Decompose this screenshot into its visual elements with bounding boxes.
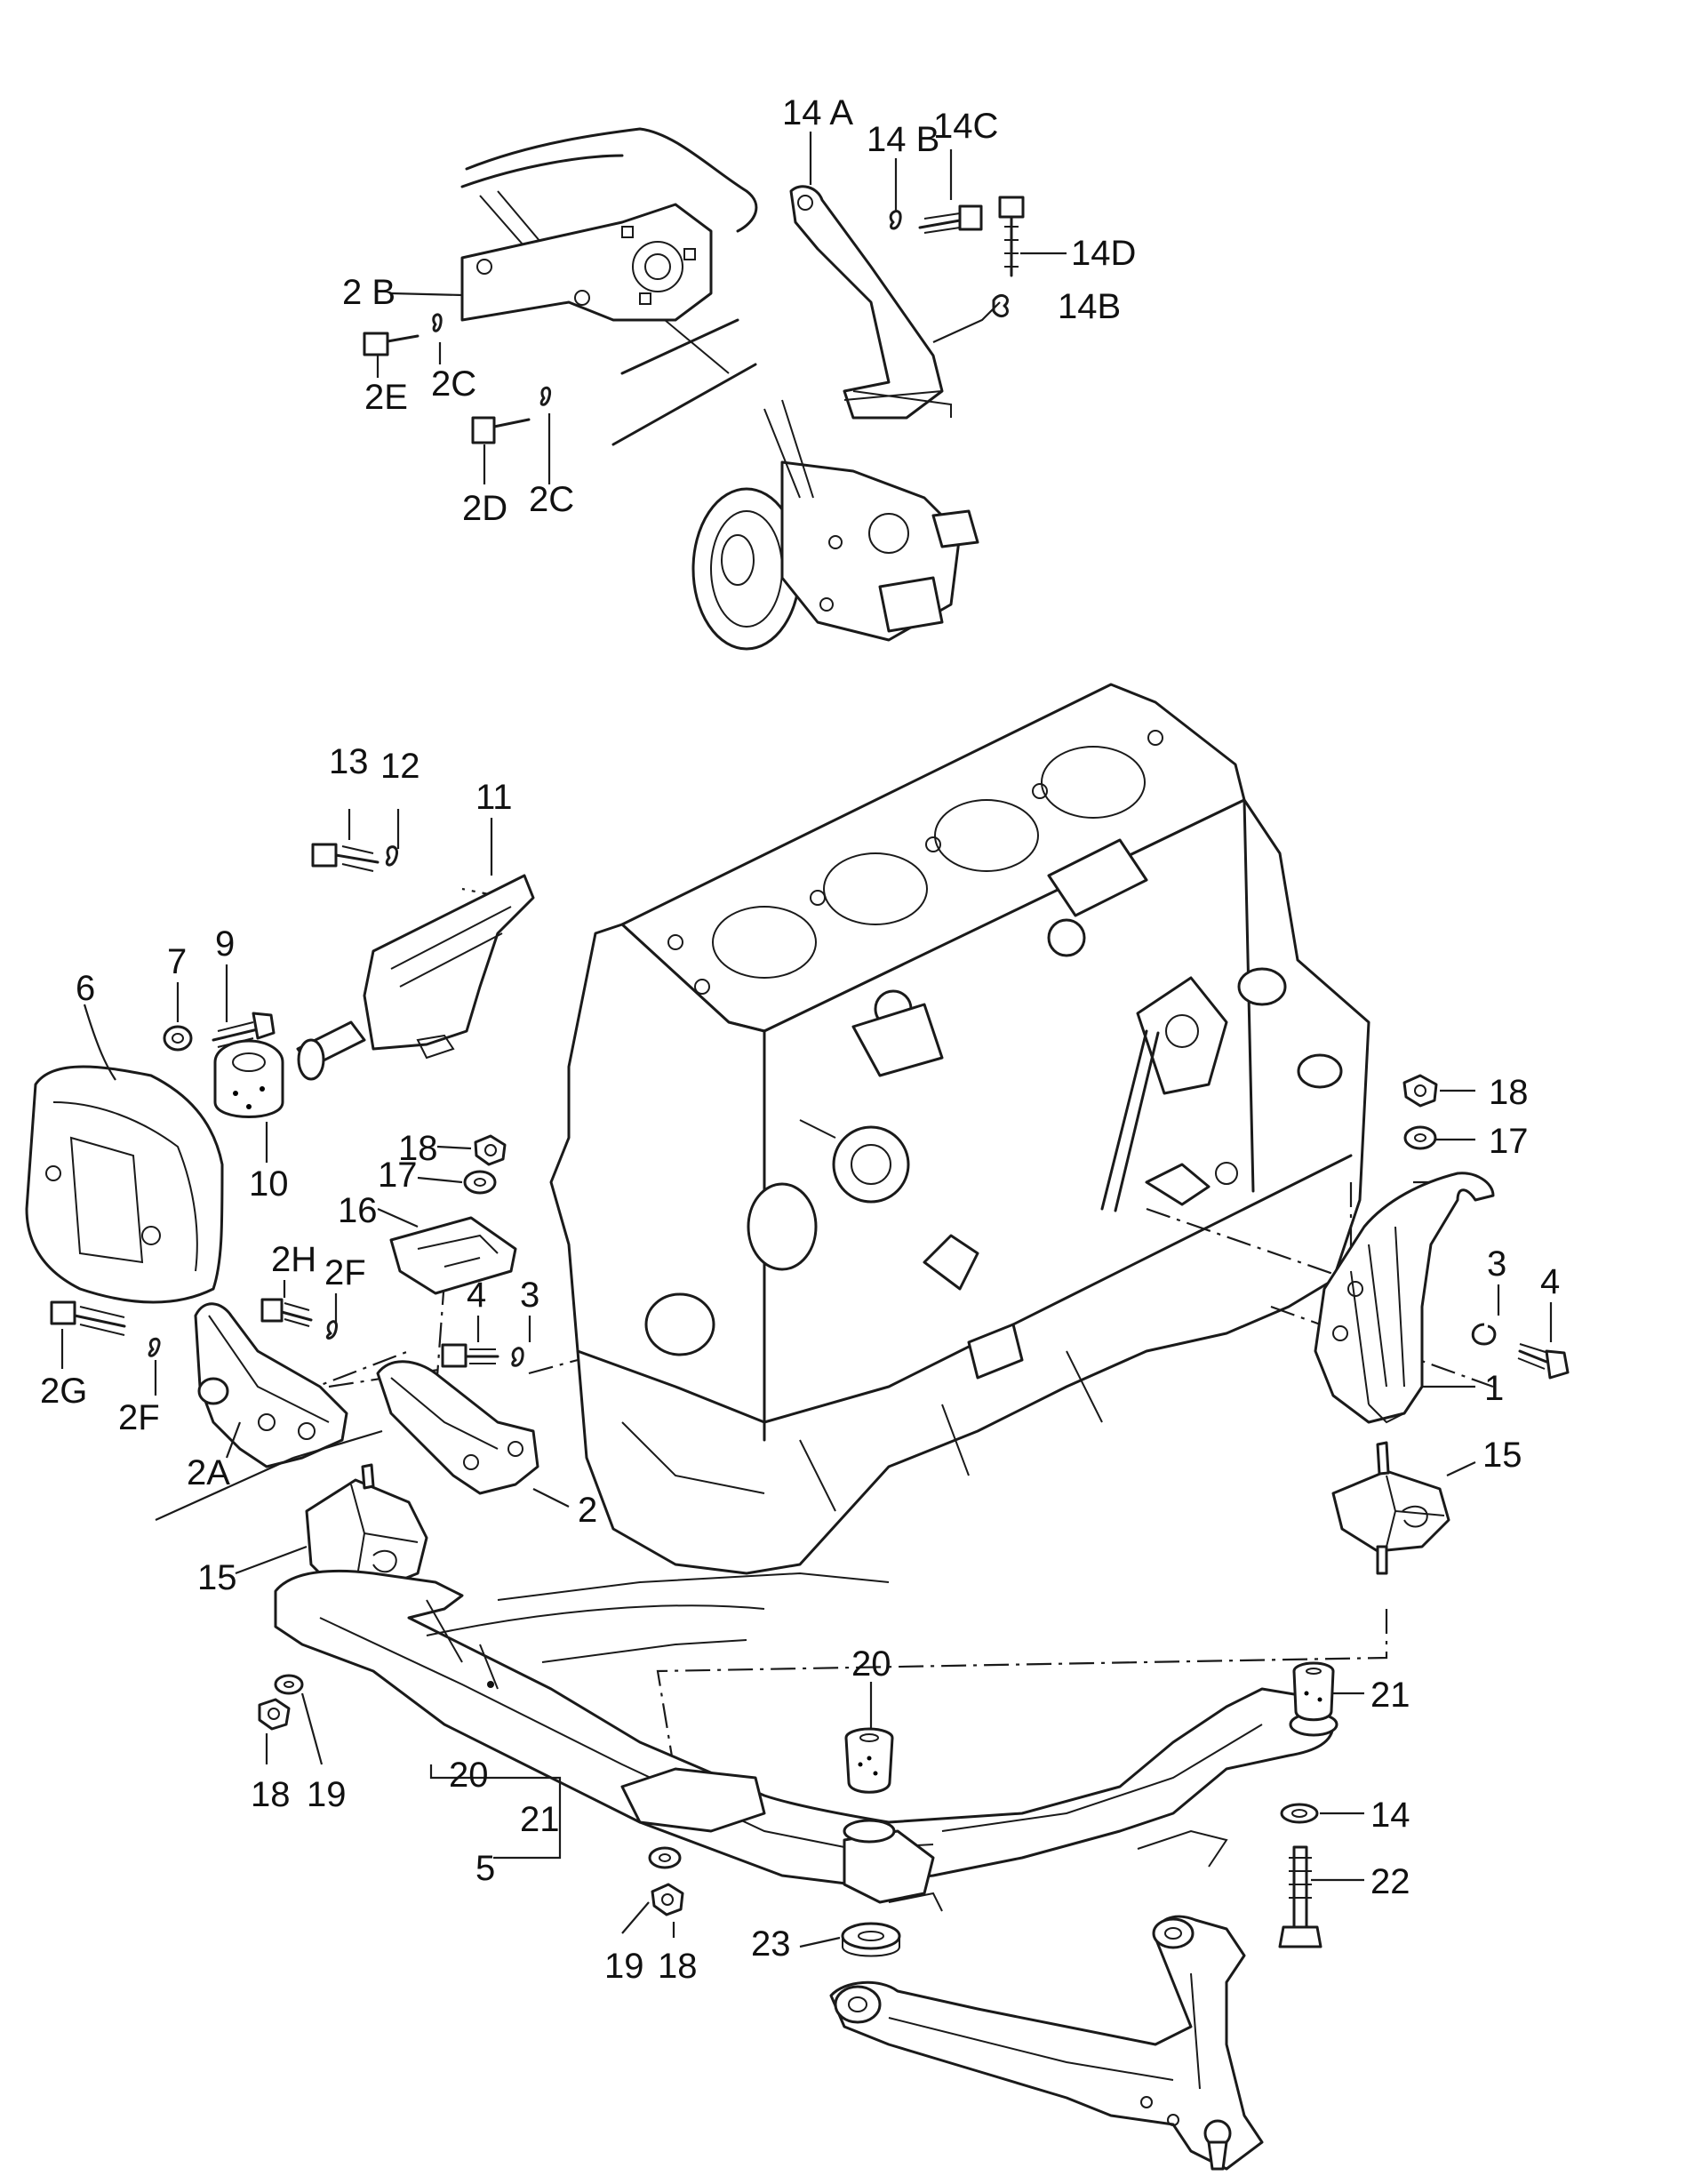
label-18-low: 18 bbox=[658, 1947, 698, 1986]
subframe-illustration bbox=[274, 1569, 1338, 1912]
label-2e: 2E bbox=[364, 378, 408, 417]
label-14a: 14 A bbox=[782, 93, 853, 132]
washer-17-icon bbox=[463, 1170, 497, 1195]
label-2f-bot: 2F bbox=[118, 1398, 160, 1437]
label-4-right: 4 bbox=[1540, 1262, 1560, 1301]
washer-2c-icon bbox=[432, 313, 443, 332]
washer-2f-icon bbox=[325, 1320, 338, 1340]
bolt-2e-icon bbox=[363, 332, 420, 356]
label-14b-top: 14 B bbox=[867, 120, 939, 159]
water-pump-illustration bbox=[460, 127, 979, 651]
label-2h: 2H bbox=[271, 1240, 316, 1279]
mount-15-right-icon bbox=[1331, 1441, 1450, 1575]
label-15-left: 15 bbox=[197, 1558, 237, 1597]
bolt-4-icon bbox=[441, 1343, 499, 1368]
washer-17-right-icon bbox=[1403, 1125, 1437, 1150]
ring-23-icon bbox=[841, 1922, 901, 1957]
label-10: 10 bbox=[249, 1164, 289, 1204]
bracket-2a-icon bbox=[194, 1302, 348, 1468]
label-3-right: 3 bbox=[1487, 1244, 1506, 1284]
lock-washer-3-icon bbox=[511, 1347, 524, 1367]
label-6: 6 bbox=[76, 969, 95, 1008]
label-2b: 2 B bbox=[342, 273, 396, 312]
label-18-mid: 18 bbox=[398, 1129, 438, 1168]
lock-washer-3-right-icon bbox=[1471, 1323, 1497, 1346]
label-14c: 14C bbox=[933, 107, 998, 146]
label-14-low: 14 bbox=[1370, 1796, 1410, 1835]
label-2d: 2D bbox=[462, 489, 507, 528]
washer-2f-lower-icon bbox=[148, 1337, 161, 1357]
label-20-top: 20 bbox=[851, 1644, 891, 1684]
label-4-mid: 4 bbox=[467, 1276, 486, 1315]
bolt-2d-icon bbox=[471, 416, 531, 444]
washer-19-lower-left-icon bbox=[274, 1674, 304, 1695]
label-9: 9 bbox=[215, 924, 235, 964]
engine-block-illustration bbox=[549, 683, 1370, 1575]
nut-18-right-icon bbox=[1402, 1074, 1438, 1108]
bracket-14a bbox=[789, 185, 952, 420]
label-16: 16 bbox=[338, 1191, 378, 1230]
bolt-14d-icon bbox=[998, 196, 1025, 277]
label-22: 22 bbox=[1370, 1862, 1410, 1901]
part-labels: 14 A 14 B 14C 14D 14B 2 B 2C 2E 2D 2C 13… bbox=[40, 93, 1560, 1986]
washer-12-icon bbox=[385, 845, 398, 867]
label-12: 12 bbox=[380, 747, 420, 786]
label-1: 1 bbox=[1484, 1369, 1504, 1408]
label-2: 2 bbox=[578, 1491, 597, 1530]
nut-18-lower-left-icon bbox=[258, 1698, 291, 1731]
label-23: 23 bbox=[751, 1924, 791, 1964]
bolt-2h-icon bbox=[260, 1298, 313, 1327]
plate-16-icon bbox=[389, 1216, 517, 1295]
label-14d: 14D bbox=[1071, 234, 1136, 273]
bolt-22-icon bbox=[1278, 1845, 1322, 1948]
label-19-low: 19 bbox=[604, 1947, 644, 1986]
bracket-2-icon bbox=[376, 1360, 539, 1495]
washer-14b-icon bbox=[889, 210, 902, 230]
label-5: 5 bbox=[475, 1849, 495, 1888]
bracket-11-icon bbox=[296, 874, 535, 1081]
bolt-9-icon bbox=[212, 1012, 276, 1048]
bolt-13-icon bbox=[311, 843, 380, 872]
washer-14b-right-icon bbox=[992, 294, 1009, 317]
heat-shield-6-icon bbox=[25, 1065, 224, 1304]
label-17-mid: 17 bbox=[378, 1156, 418, 1195]
nut-18-icon bbox=[474, 1134, 507, 1166]
washer-14-icon bbox=[1280, 1803, 1319, 1824]
label-17-right: 17 bbox=[1489, 1122, 1529, 1161]
label-2g: 2G bbox=[40, 1372, 87, 1411]
label-14b-right: 14B bbox=[1058, 287, 1121, 326]
label-13: 13 bbox=[329, 742, 369, 781]
label-7: 7 bbox=[167, 942, 187, 981]
label-20-brace: 20 bbox=[449, 1756, 489, 1795]
bushing-10-icon bbox=[213, 1039, 284, 1118]
washer-2c-b-icon bbox=[539, 386, 552, 406]
label-2a: 2A bbox=[187, 1453, 230, 1492]
bolt-14c-icon bbox=[918, 204, 983, 234]
washer-7-icon bbox=[163, 1025, 193, 1052]
label-3-mid: 3 bbox=[520, 1276, 539, 1315]
bolt-2g-icon bbox=[50, 1300, 126, 1336]
control-arm-illustration bbox=[829, 1915, 1264, 2171]
label-18-right: 18 bbox=[1489, 1073, 1529, 1112]
label-2c-a: 2C bbox=[431, 364, 476, 404]
label-18-low-left: 18 bbox=[251, 1775, 291, 1814]
label-19-low-left: 19 bbox=[307, 1775, 347, 1814]
label-11: 11 bbox=[475, 778, 513, 817]
label-2f-top: 2F bbox=[324, 1253, 366, 1292]
bracket-1-icon bbox=[1314, 1172, 1495, 1424]
label-2c-b: 2C bbox=[529, 480, 574, 519]
bushing-21-icon bbox=[1292, 1661, 1335, 1722]
bolt-4-right-icon bbox=[1517, 1343, 1570, 1380]
nut-18-lower-icon bbox=[651, 1883, 684, 1916]
label-21-brace: 21 bbox=[520, 1800, 560, 1839]
washer-19-lower-icon bbox=[648, 1846, 682, 1869]
label-21-right: 21 bbox=[1370, 1676, 1410, 1715]
label-15-right: 15 bbox=[1482, 1436, 1522, 1475]
leader-lines bbox=[60, 132, 1553, 1948]
bushing-20-icon bbox=[844, 1727, 894, 1794]
